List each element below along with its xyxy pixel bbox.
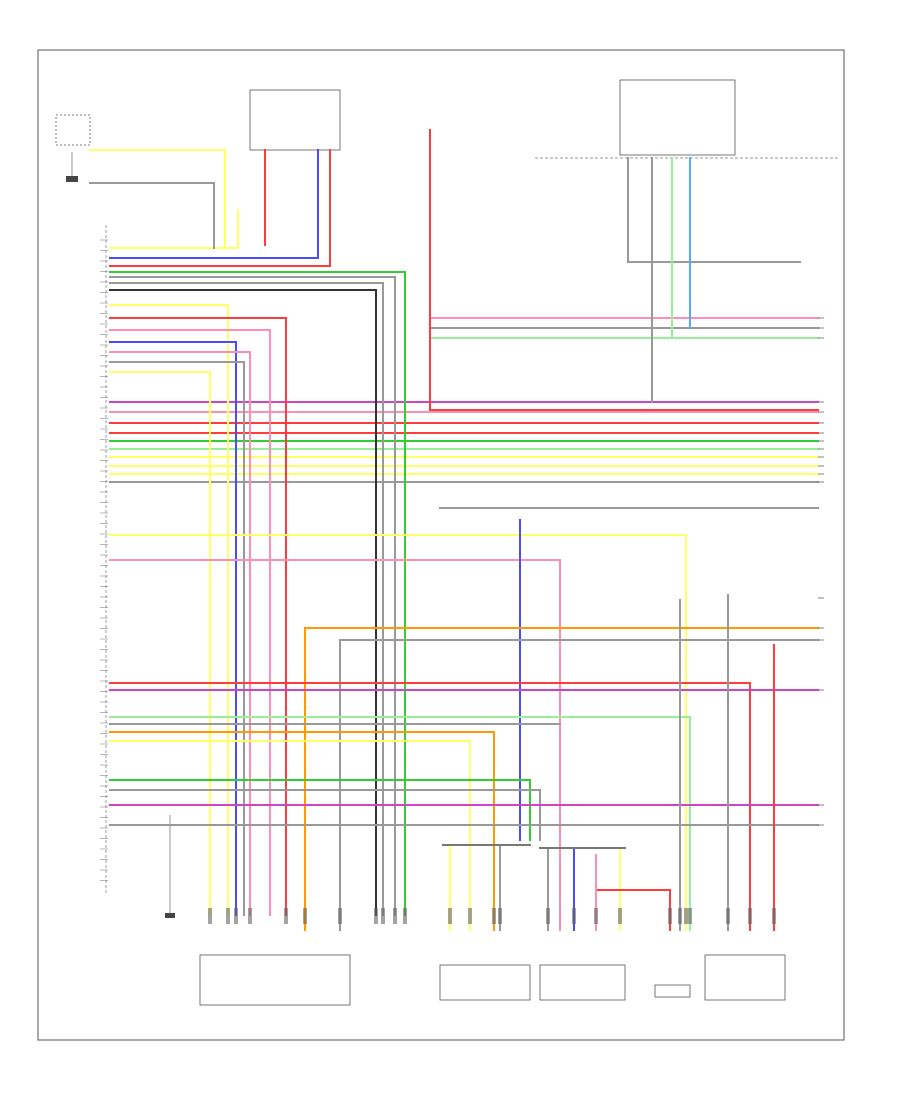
- ecm-wire: [109, 149, 319, 259]
- ecm-wire: [109, 779, 531, 841]
- connector-pin: [403, 908, 407, 924]
- connector-pin: [338, 908, 342, 924]
- connector-pin: [248, 908, 252, 924]
- ecm-wire: [109, 341, 237, 916]
- diagram-border: [37, 49, 845, 1041]
- relay-wire: [429, 129, 819, 411]
- ecm-wire: [109, 361, 245, 916]
- connector-pin: [303, 908, 307, 924]
- connector-pin: [448, 908, 452, 924]
- connector-pin: [572, 908, 576, 924]
- switch-wire: [89, 182, 215, 249]
- connector-pin: [748, 908, 752, 924]
- terminal-markers: [818, 317, 824, 826]
- ecm-wire: [109, 149, 331, 267]
- connector-pin: [381, 908, 385, 924]
- ecm-wire: [109, 271, 406, 916]
- wire-layer: [89, 129, 819, 931]
- connector-pin: [772, 908, 776, 924]
- connector-pin: [688, 908, 692, 924]
- ecm-wire: [109, 304, 229, 916]
- connector-pin: [374, 908, 378, 924]
- ecm-wire: [109, 289, 377, 916]
- ecm-wire: [109, 282, 384, 916]
- connector-pin: [393, 908, 397, 924]
- ecm-pin-ticks: [100, 239, 108, 881]
- ecm-wire: [109, 276, 396, 916]
- switch-ground-symbol: [66, 176, 78, 182]
- connector-pin: [468, 908, 472, 924]
- connector-pin: [594, 908, 598, 924]
- ecm-wire: [109, 559, 561, 931]
- ecm-wire: [109, 351, 251, 916]
- sensor-box-3: [654, 984, 691, 998]
- connector-pin: [546, 908, 550, 924]
- top-relay-box: [249, 89, 341, 151]
- ecm-wire: [109, 209, 239, 249]
- ecm-wire: [109, 731, 495, 931]
- ecm-wire: [109, 534, 687, 931]
- connector-pin: [234, 908, 238, 924]
- connector-pin: [668, 908, 672, 924]
- sensor-box-1: [439, 964, 531, 1001]
- connector-pin: [492, 908, 496, 924]
- bottom-wire: [597, 889, 671, 931]
- relay-wire: [627, 157, 801, 263]
- connector-pin: [226, 908, 230, 924]
- ecm-wire: [109, 682, 751, 931]
- connector-pin: [208, 908, 212, 924]
- throttle-actuator-box: [199, 954, 351, 1006]
- ecm-wire: [109, 740, 471, 931]
- connector-pin: [678, 908, 682, 924]
- connector-pin: [618, 908, 622, 924]
- top-left-switch: [55, 114, 91, 182]
- connector-pin: [284, 908, 288, 924]
- connector-pin: [684, 908, 688, 924]
- ground-symbol: [165, 913, 175, 918]
- ecm-wire: [109, 329, 271, 916]
- ecm-wire: [109, 371, 211, 916]
- connector-pin: [726, 908, 730, 924]
- top-right-relay-box: [619, 79, 736, 156]
- ecm-wire: [109, 789, 541, 841]
- connector-pin: [498, 908, 502, 924]
- switch-wire: [89, 149, 226, 249]
- sensor-box-2: [539, 964, 626, 1001]
- sensor-box-4: [704, 954, 786, 1001]
- ecm-wire: [109, 716, 691, 931]
